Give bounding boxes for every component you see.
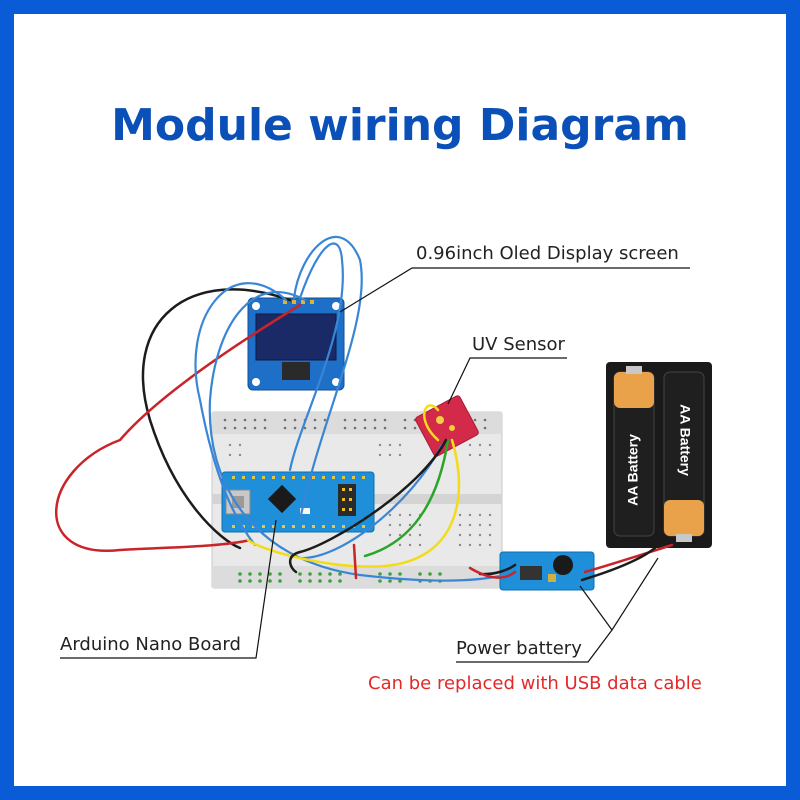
wire-yellow-loop xyxy=(423,404,440,442)
wire-blue-a xyxy=(288,242,344,472)
wire-blue-b xyxy=(292,235,363,522)
battery-right-label: AA Battery xyxy=(677,404,693,476)
oled-display-module xyxy=(247,297,345,391)
wire-black-board xyxy=(288,438,448,574)
label-power-battery: Power battery xyxy=(456,638,582,659)
leader-arduino xyxy=(60,519,277,659)
wire-red-left xyxy=(55,303,302,553)
leader-uv xyxy=(447,357,567,405)
uv-sensor-module xyxy=(415,395,479,457)
wire-red-board xyxy=(352,543,358,580)
leader-battery-b xyxy=(579,585,613,631)
battery-holder: AA Battery AA Battery xyxy=(606,362,712,548)
wire-red-battery xyxy=(583,543,674,574)
wire-blue-d xyxy=(208,291,507,582)
battery-left: AA Battery xyxy=(613,366,655,537)
label-oled-display: 0.96inch Oled Display screen xyxy=(416,243,679,264)
leader-battery-a xyxy=(456,557,659,663)
leader-oled xyxy=(339,267,690,313)
battery-left-label: AA Battery xyxy=(625,434,641,506)
boost-converter-module xyxy=(499,551,595,591)
label-uv-sensor: UV Sensor xyxy=(472,334,565,355)
wire-black-left xyxy=(141,288,292,550)
leader-lines xyxy=(60,267,690,663)
label-arduino-nano: Arduino Nano Board xyxy=(60,634,241,655)
wire-black-battery xyxy=(580,546,657,582)
wire-red-boost xyxy=(468,566,517,579)
label-usb-note: Can be replaced with USB data cable xyxy=(368,673,702,694)
wire-yellow xyxy=(246,438,461,568)
wires xyxy=(55,235,674,582)
wire-blue-c xyxy=(194,282,288,547)
wire-green xyxy=(363,438,450,558)
diagram-title: Module wiring Diagram xyxy=(111,100,689,151)
arduino-nano-board xyxy=(221,471,375,533)
battery-right: AA Battery xyxy=(663,371,705,542)
